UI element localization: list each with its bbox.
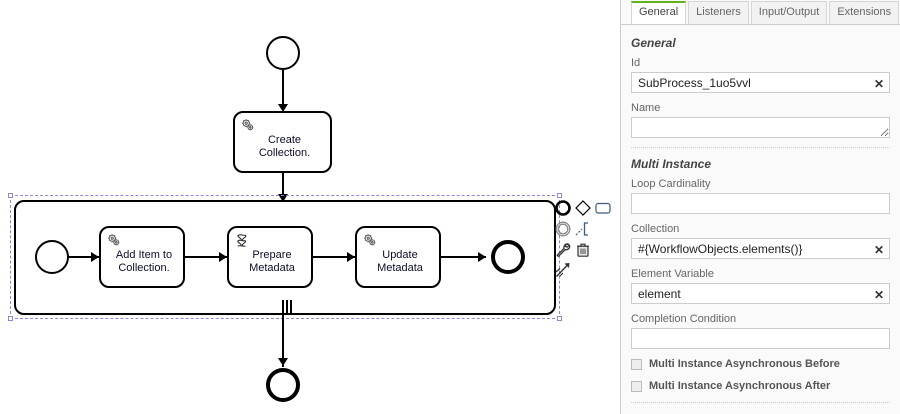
service-task-gear-icon — [106, 232, 122, 248]
field-label-completion-condition: Completion Condition — [631, 313, 737, 325]
append-intermediate-event-icon[interactable] — [554, 220, 572, 238]
section-divider-bottom — [631, 402, 890, 403]
completion-condition-input[interactable] — [631, 328, 890, 349]
task-label: Update Metadata — [377, 249, 423, 274]
resize-handle-sw[interactable] — [8, 316, 13, 321]
resize-handle-ne[interactable] — [557, 193, 562, 198]
loop-cardinality-input[interactable] — [631, 193, 890, 214]
bpmn-canvas[interactable]: Create Collection. — [0, 0, 620, 414]
field-label-collection: Collection — [631, 223, 680, 235]
service-task-gear-icon — [240, 117, 256, 133]
subprocess-selection-outline — [10, 195, 560, 319]
task-update-metadata[interactable]: Update Metadata — [355, 226, 441, 288]
group-title-multi-instance: Multi Instance — [631, 157, 712, 171]
properties-panel: General Listeners Input/Output Extension… — [620, 0, 900, 414]
parallel-multi-instance-marker — [280, 299, 294, 313]
tab-general[interactable]: General — [631, 1, 687, 24]
sequence-flow-prepare-to-update[interactable] — [313, 256, 355, 258]
task-label: Add Item to Collection. — [115, 249, 173, 274]
sequence-flow-start-to-create[interactable] — [282, 70, 284, 108]
append-end-event-icon[interactable] — [554, 199, 572, 217]
field-completion-condition: Completion Condition — [631, 313, 890, 349]
mi-async-before-checkbox[interactable] — [631, 358, 642, 370]
element-variable-input[interactable] — [631, 283, 890, 304]
field-label-loop-cardinality: Loop Cardinality — [631, 178, 711, 190]
properties-tab-bar[interactable]: General Listeners Input/Output Extension… — [621, 0, 900, 25]
properties-body: General Id ✕ Name Multi Instance Loop Ca… — [621, 25, 900, 403]
task-create-collection[interactable]: Create Collection. — [233, 111, 332, 173]
checkbox-row-async-before[interactable]: Multi Instance Asynchronous Before — [631, 358, 890, 370]
flow-arrowhead — [278, 194, 288, 202]
clear-collection-icon[interactable]: ✕ — [873, 243, 884, 257]
append-task-icon[interactable] — [594, 199, 612, 217]
field-label-element-variable: Element Variable — [631, 268, 714, 280]
subprocess-end-event[interactable] — [491, 240, 525, 274]
field-name: Name — [631, 102, 890, 138]
clear-element-variable-icon[interactable]: ✕ — [873, 288, 884, 302]
id-input[interactable] — [631, 72, 890, 93]
checkbox-row-async-after[interactable]: Multi Instance Asynchronous After — [631, 380, 890, 392]
resize-handle-nw[interactable] — [8, 193, 13, 198]
end-event[interactable] — [266, 368, 300, 402]
sequence-flow-create-to-subprocess[interactable] — [282, 173, 284, 203]
field-collection: Collection ✕ — [631, 223, 890, 259]
flow-arrowhead — [219, 252, 227, 262]
flow-arrowhead — [91, 252, 99, 262]
flow-arrowhead — [478, 252, 486, 262]
tab-input-output[interactable]: Input/Output — [750, 1, 828, 24]
clear-id-icon[interactable]: ✕ — [873, 77, 884, 91]
field-id: Id ✕ — [631, 57, 890, 93]
flow-arrowhead — [347, 252, 355, 262]
change-type-wrench-icon[interactable] — [554, 241, 572, 259]
task-prepare-metadata[interactable]: Prepare Metadata — [227, 226, 313, 288]
sequence-flow-update-to-subend[interactable] — [441, 256, 486, 258]
collection-input[interactable] — [631, 238, 890, 259]
flow-arrowhead — [278, 104, 288, 112]
subprocess-start-event[interactable] — [35, 240, 69, 274]
delete-trash-icon[interactable] — [574, 241, 592, 259]
append-gateway-icon[interactable] — [574, 199, 592, 217]
group-title-general: General — [631, 36, 676, 50]
field-label-id: Id — [631, 57, 641, 69]
tab-extensions[interactable]: Extensions — [829, 1, 900, 24]
field-label-name: Name — [631, 102, 661, 114]
script-task-scroll-icon — [234, 232, 250, 248]
mi-async-after-checkbox[interactable] — [631, 380, 642, 392]
sequence-flow-substart-to-additem[interactable] — [69, 256, 99, 258]
task-label: Prepare Metadata — [249, 249, 295, 274]
flow-arrowhead — [278, 358, 288, 366]
tab-listeners[interactable]: Listeners — [688, 1, 749, 24]
field-loop-cardinality: Loop Cardinality — [631, 178, 890, 214]
task-add-item-to-collection[interactable]: Add Item to Collection. — [99, 226, 185, 288]
name-textarea[interactable] — [631, 117, 890, 138]
resize-handle-se[interactable] — [557, 316, 562, 321]
section-divider — [631, 147, 890, 148]
start-event[interactable] — [266, 36, 300, 70]
context-pad[interactable] — [554, 199, 616, 279]
service-task-gear-icon — [362, 232, 378, 248]
field-element-variable: Element Variable ✕ — [631, 268, 890, 304]
append-text-annotation-icon[interactable] — [574, 220, 592, 238]
sequence-flow-subprocess-to-end[interactable] — [282, 315, 284, 367]
mi-async-before-label: Multi Instance Asynchronous Before — [649, 358, 840, 370]
sequence-flow-additem-to-prepare[interactable] — [185, 256, 227, 258]
connect-arrow-icon[interactable] — [554, 261, 572, 279]
mi-async-after-label: Multi Instance Asynchronous After — [649, 380, 831, 392]
task-label: Create Collection. — [258, 134, 311, 159]
